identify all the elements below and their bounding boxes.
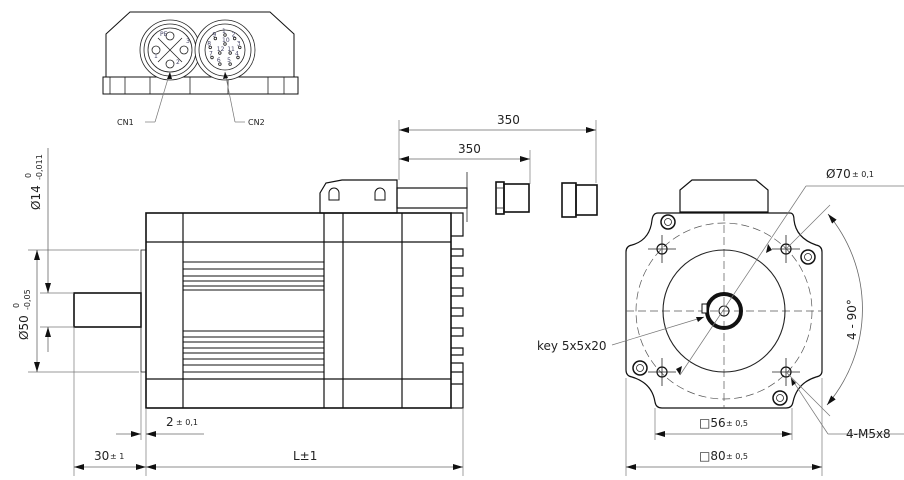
pin [232, 36, 237, 41]
svg-text:-0,011: -0,011 [35, 154, 44, 180]
motor-body [145, 212, 452, 409]
outer-square-tol: ± 0,5 [726, 452, 748, 461]
shaft-diameter-dim: Ø14 0 -0,011 [24, 154, 44, 210]
pcd-dim: Ø70 [826, 167, 851, 181]
key-label: key 5x5x20 [537, 339, 607, 353]
pilot-diameter-dim: Ø50 0 -0,05 [12, 289, 32, 340]
angle-dim: 4 - 90° [845, 299, 859, 340]
screw-boss [632, 360, 648, 376]
screw-boss [772, 390, 788, 406]
pin-label: 8 [207, 40, 211, 47]
screw-boss [800, 249, 816, 265]
side-view: 350 350 Ø14 0 -0,011 Ø50 0 -0,05 2 ± 0,1 [12, 113, 598, 476]
pin-label: 3 [186, 38, 190, 45]
pcd-tol: ± 0,1 [852, 170, 874, 179]
pin [210, 55, 214, 60]
svg-text:0: 0 [24, 173, 33, 178]
cable-length-1: 350 [497, 113, 520, 127]
cn1-label: CN1 [117, 118, 134, 127]
pin-label: 9 [212, 32, 216, 39]
cable-length-2: 350 [458, 142, 481, 156]
svg-text:-0,05: -0,05 [23, 289, 32, 310]
pin-label: 4 [235, 51, 239, 58]
svg-text:Ø14: Ø14 [29, 185, 43, 210]
pin [238, 45, 242, 50]
pin [228, 62, 232, 66]
flange-outline [625, 212, 823, 409]
pin [213, 36, 218, 41]
pin [218, 62, 222, 66]
pin [228, 51, 232, 55]
plug-2 [561, 182, 598, 218]
connector-housing [319, 179, 398, 214]
body-length: L±1 [293, 449, 317, 463]
pin-label: 10 [222, 37, 230, 44]
pin-label: 1 [154, 53, 158, 60]
pilot-height-tol: ± 0,1 [176, 418, 198, 427]
pin [236, 55, 240, 60]
svg-text:Ø50: Ø50 [17, 315, 31, 340]
front-view: Ø70 ± 0,1 4 - 90° key 5x5x20 4-M5x8 □56 … [537, 167, 904, 476]
pilot-height: 2 [166, 415, 174, 429]
pin-label: 11 [227, 46, 235, 53]
pin-label: 2 [176, 59, 180, 66]
shaft [73, 292, 142, 328]
cn2-label: CN2 [248, 118, 265, 127]
cn1-connector: PE 1 2 3 [139, 19, 201, 81]
inner-square-tol: ± 0,5 [726, 419, 748, 428]
pin-label: 12 [217, 46, 225, 53]
shaft-length: 30 [94, 449, 109, 463]
shaft-length-tol: ± 1 [110, 452, 124, 461]
plug-1 [495, 181, 530, 215]
pin-label: 3 [237, 40, 241, 47]
pin-label: 7 [209, 51, 213, 58]
pin [218, 51, 222, 55]
pin-label: 1 [222, 28, 226, 35]
thread-label: 4-M5x8 [846, 427, 891, 441]
cable [396, 187, 468, 209]
pin [223, 42, 227, 46]
screw-boss [660, 214, 676, 230]
pin [223, 33, 227, 37]
pin-label: 6 [217, 57, 221, 64]
svg-text:0: 0 [12, 303, 21, 308]
pin-label: 2 [232, 32, 236, 39]
inner-square-dim: □56 [699, 416, 726, 430]
pin [208, 45, 212, 50]
pin-label: 5 [227, 57, 231, 64]
outer-square-dim: □80 [699, 449, 726, 463]
pin-label: PE [160, 31, 168, 38]
